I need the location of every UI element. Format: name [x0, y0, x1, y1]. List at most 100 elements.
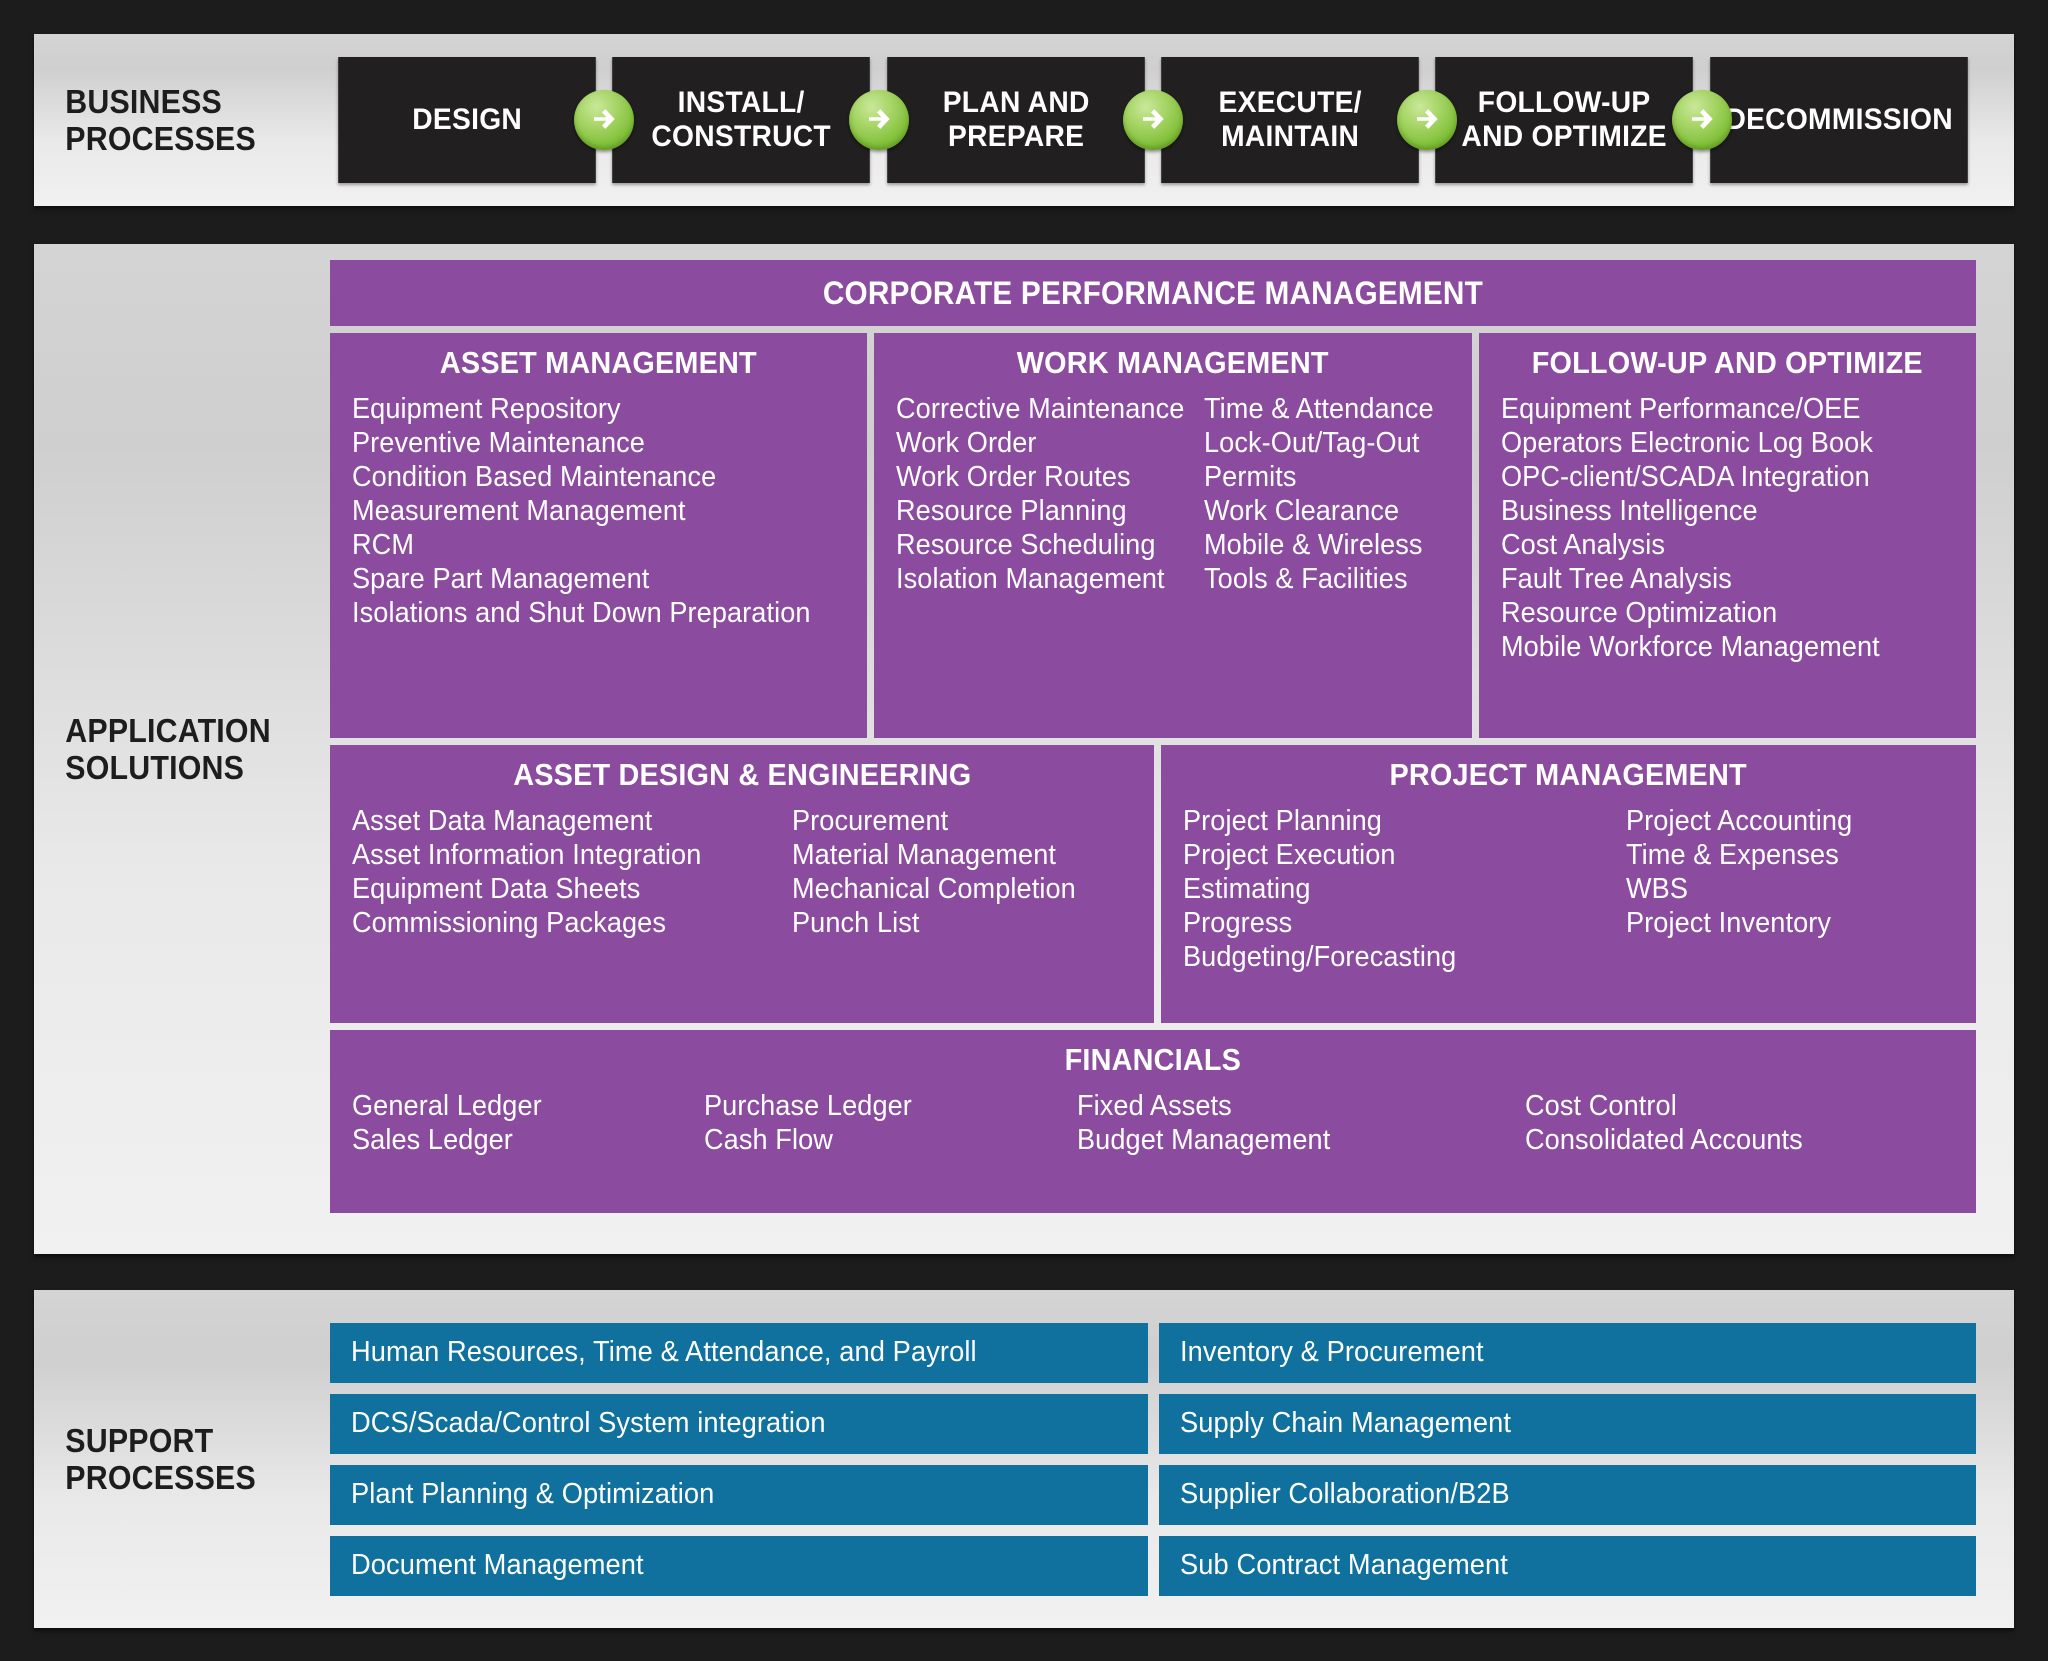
- list-item: Business Intelligence: [1501, 495, 1758, 528]
- list-item: Resource Planning: [896, 495, 1127, 528]
- list-item: Purchase Ledger: [704, 1090, 912, 1122]
- list-item: Preventive Maintenance: [352, 427, 645, 460]
- list-item: Project Execution: [1183, 839, 1396, 872]
- list-item: Commissioning Packages: [352, 907, 667, 940]
- arrow-right-icon: [1397, 90, 1458, 150]
- list-item: Resource Optimization: [1501, 597, 1778, 630]
- panel-work-management[interactable]: WORK MANAGEMENT Corrective Maintenance W…: [874, 333, 1473, 738]
- application-solutions-label: APPLICATION SOLUTIONS: [65, 711, 271, 786]
- panel-corporate-performance-management[interactable]: CORPORATE PERFORMANCE MANAGEMENT: [330, 260, 1976, 326]
- list-item: Consolidated Accounts: [1525, 1124, 1803, 1157]
- support-column-right: Inventory & Procurement Supply Chain Man…: [1158, 1322, 1976, 1596]
- support-processes-grid: Human Resources, Time & Attendance, and …: [330, 1322, 2014, 1596]
- list-item: Equipment Repository: [352, 393, 621, 425]
- support-item-document-management[interactable]: Document Management: [330, 1535, 1148, 1596]
- list-item: Project Planning: [1183, 805, 1382, 837]
- panel-title-asset-management: ASSET MANAGEMENT: [440, 345, 757, 380]
- list-item: Asset Information Integration: [352, 839, 702, 872]
- list-item: Asset Data Management: [352, 805, 653, 837]
- list-item: RCM: [352, 529, 415, 562]
- list-item: WBS: [1626, 873, 1689, 906]
- work-management-column-2: Time & Attendance Lock-Out/Tag-Out Permi…: [1204, 393, 1450, 724]
- financials-column-4: Cost Control Consolidated Accounts: [1525, 1090, 1822, 1199]
- support-item-sub-contract[interactable]: Sub Contract Management: [1158, 1535, 1976, 1596]
- list-item: Resource Scheduling: [896, 529, 1156, 562]
- project-management-column-1: Project Planning Project Execution Estim…: [1183, 805, 1626, 1009]
- financials-column-2: Purchase Ledger Cash Flow: [704, 1090, 1077, 1199]
- arrow-right-icon: [1122, 90, 1183, 150]
- process-step-plan-and-prepare[interactable]: PLAN AND PREPARE: [886, 57, 1145, 183]
- list-item: Fault Tree Analysis: [1501, 563, 1732, 596]
- list-item: Estimating: [1183, 873, 1311, 906]
- panel-title-cpm: CORPORATE PERFORMANCE MANAGEMENT: [822, 274, 1484, 311]
- process-step-decommission[interactable]: DECOMMISSION: [1709, 57, 1968, 183]
- panel-asset-management[interactable]: ASSET MANAGEMENT Equipment Repository Pr…: [330, 333, 867, 738]
- support-processes-label: SUPPORT PROCESSES: [65, 1421, 256, 1496]
- list-item: Condition Based Maintenance: [352, 461, 717, 494]
- list-item: Tools & Facilities: [1204, 563, 1409, 596]
- process-step-design[interactable]: DESIGN: [338, 57, 597, 183]
- list-item: Measurement Management: [352, 495, 686, 528]
- list-item: Permits: [1204, 461, 1298, 494]
- list-item: Budget Management: [1077, 1124, 1331, 1157]
- asset-management-column-1: Equipment Repository Preventive Maintena…: [352, 393, 842, 724]
- panel-financials[interactable]: FINANCIALS General Ledger Sales Ledger P…: [330, 1030, 1976, 1213]
- list-item: Work Order: [896, 427, 1037, 460]
- process-step-install-construct[interactable]: INSTALL/ CONSTRUCT: [612, 57, 871, 183]
- asset-design-column-1: Asset Data Management Asset Information …: [352, 805, 792, 1009]
- support-item-hr-payroll[interactable]: Human Resources, Time & Attendance, and …: [330, 1322, 1148, 1383]
- panel-title-work-management: WORK MANAGEMENT: [1017, 345, 1329, 380]
- list-item: General Ledger: [352, 1090, 542, 1122]
- arrow-right-icon: [574, 90, 635, 150]
- support-item-dcs-scada[interactable]: DCS/Scada/Control System integration: [330, 1393, 1148, 1454]
- financials-column-1: General Ledger Sales Ledger: [352, 1090, 704, 1199]
- list-item: Sales Ledger: [352, 1124, 513, 1157]
- list-item: Procurement: [792, 805, 949, 837]
- application-row-top: ASSET MANAGEMENT Equipment Repository Pr…: [330, 333, 1976, 738]
- list-item: Punch List: [792, 907, 920, 940]
- list-item: Project Accounting: [1626, 805, 1853, 837]
- support-item-supply-chain[interactable]: Supply Chain Management: [1158, 1393, 1976, 1454]
- support-item-supplier-collaboration[interactable]: Supplier Collaboration/B2B: [1158, 1464, 1976, 1525]
- application-row-middle: ASSET DESIGN & ENGINEERING Asset Data Ma…: [330, 745, 1976, 1023]
- project-management-column-2: Project Accounting Time & Expenses WBS P…: [1626, 805, 1868, 1009]
- list-item: Equipment Performance/OEE: [1501, 393, 1861, 425]
- list-item: Cost Control: [1525, 1090, 1677, 1122]
- arrow-right-icon: [848, 90, 909, 150]
- list-item: Cash Flow: [704, 1124, 833, 1157]
- process-step-execute-maintain[interactable]: EXECUTE/ MAINTAIN: [1161, 57, 1420, 183]
- list-item: Lock-Out/Tag-Out: [1204, 427, 1420, 460]
- business-processes-label: BUSINESS PROCESSES: [65, 82, 256, 157]
- list-item: Spare Part Management: [352, 563, 650, 596]
- support-item-inventory-procurement[interactable]: Inventory & Procurement: [1158, 1322, 1976, 1383]
- panel-project-management[interactable]: PROJECT MANAGEMENT Project Planning Proj…: [1161, 745, 1976, 1023]
- list-item: Time & Attendance: [1204, 393, 1435, 425]
- list-item: Work Order Routes: [896, 461, 1131, 494]
- panel-follow-up-and-optimize[interactable]: FOLLOW-UP AND OPTIMIZE Equipment Perform…: [1479, 333, 1976, 738]
- panel-title-asset-design: ASSET DESIGN & ENGINEERING: [512, 757, 972, 792]
- panel-asset-design-and-engineering[interactable]: ASSET DESIGN & ENGINEERING Asset Data Ma…: [330, 745, 1154, 1023]
- financials-column-3: Fixed Assets Budget Management: [1077, 1090, 1525, 1199]
- list-item: Fixed Assets: [1077, 1090, 1232, 1122]
- arrow-right-icon: [1671, 90, 1732, 150]
- list-item: Operators Electronic Log Book: [1501, 427, 1874, 460]
- support-column-left: Human Resources, Time & Attendance, and …: [330, 1322, 1148, 1596]
- process-step-follow-up-and-optimize[interactable]: FOLLOW-UP AND OPTIMIZE: [1435, 57, 1694, 183]
- list-item: Budgeting/Forecasting: [1183, 941, 1457, 974]
- list-item: Work Clearance: [1204, 495, 1400, 528]
- application-solutions-grid: CORPORATE PERFORMANCE MANAGEMENT ASSET M…: [330, 244, 2014, 1254]
- panel-title-follow-up-and-optimize: FOLLOW-UP AND OPTIMIZE: [1532, 345, 1924, 380]
- list-item: Mobile Workforce Management: [1501, 631, 1880, 664]
- business-process-flow: DESIGN INSTALL/ CONSTRUCT PLAN AND PREPA…: [330, 57, 2014, 183]
- list-item: Isolation Management: [896, 563, 1165, 596]
- support-item-plant-planning[interactable]: Plant Planning & Optimization: [330, 1464, 1148, 1525]
- list-item: Project Inventory: [1626, 907, 1832, 940]
- list-item: Progress: [1183, 907, 1293, 940]
- list-item: Corrective Maintenance: [896, 393, 1185, 425]
- panel-title-project-management: PROJECT MANAGEMENT: [1389, 757, 1748, 792]
- support-processes-band: SUPPORT PROCESSES Human Resources, Time …: [34, 1290, 2014, 1628]
- list-item: Mobile & Wireless: [1204, 529, 1424, 562]
- work-management-column-1: Corrective Maintenance Work Order Work O…: [896, 393, 1204, 724]
- business-processes-band: BUSINESS PROCESSES DESIGN INSTALL/ CONST…: [34, 34, 2014, 206]
